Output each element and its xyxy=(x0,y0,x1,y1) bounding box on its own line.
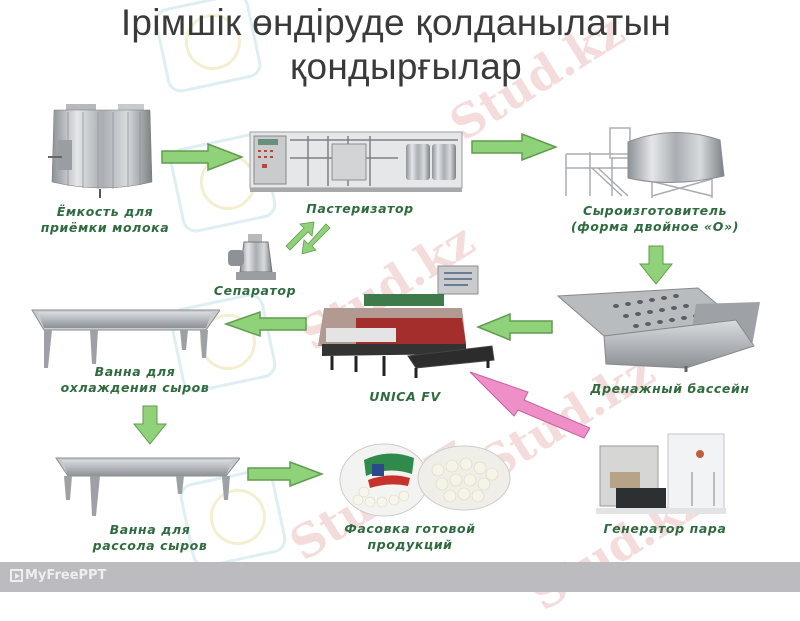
arrow-right-icon xyxy=(161,142,244,172)
brine-bath-label-line-1: Ванна для xyxy=(109,522,191,537)
cheese-maker-label-line-2: (форма двойное «О») xyxy=(570,219,740,234)
separator-label-line-1: Сепаратор xyxy=(213,283,297,298)
brine-bath-image xyxy=(55,457,240,516)
milk-tank-image xyxy=(48,104,153,198)
arrow-left-icon xyxy=(224,310,307,338)
cooling-bath-label-line-2: охлаждения сыров xyxy=(60,380,210,395)
footer-brand-text: MyFreePPT xyxy=(25,568,107,583)
milk-tank-label: Ёмкость для приёмки молока xyxy=(10,204,200,236)
packaging-label-line-2: продукций xyxy=(367,537,453,552)
separator-label: Сепаратор xyxy=(200,283,310,299)
bidirectional-arrows-icon xyxy=(285,221,331,255)
arrow-left-icon xyxy=(476,312,553,342)
milk-tank-label-line-1: Ёмкость для xyxy=(56,204,154,219)
arrow-down-icon xyxy=(638,245,674,285)
arrow-diagonal-pink-icon xyxy=(469,371,590,439)
packaging-image xyxy=(339,443,511,517)
drainage-pool-image xyxy=(556,287,760,372)
play-icon xyxy=(10,569,23,582)
separator-image xyxy=(228,234,276,280)
milk-tank-label-line-2: приёмки молока xyxy=(40,220,170,235)
pasteurizer-label-line-1: Пастеризатор xyxy=(306,201,414,216)
brine-bath-label: Ванна для рассола сыров xyxy=(40,522,260,554)
unica-fv-image xyxy=(318,265,495,378)
pasteurizer-image xyxy=(249,131,463,192)
packaging-label: Фасовка готовой продукций xyxy=(310,521,510,553)
slide-title-line-1: Ірімшік өндіруде қолданылатын xyxy=(120,2,672,43)
arrow-down-icon xyxy=(132,405,168,445)
slide-title-line-2: қондырғылар xyxy=(289,46,523,87)
arrow-right-icon xyxy=(247,460,324,488)
steam-generator-image xyxy=(596,433,726,514)
cooling-bath-label-line-1: Ванна для xyxy=(94,364,176,379)
packaging-label-line-1: Фасовка готовой xyxy=(344,521,476,536)
cheese-maker-image xyxy=(565,127,725,198)
cooling-bath-label: Ванна для охлаждения сыров xyxy=(20,364,250,396)
brine-bath-label-line-2: рассола сыров xyxy=(92,538,208,553)
steam-generator-label-line-1: Генератор пара xyxy=(603,521,727,536)
cheese-maker-label-line-1: Сыроизготовитель xyxy=(582,203,728,218)
drainage-pool-label-line-1: Дренажный бассейн xyxy=(590,381,750,396)
pasteurizer-label: Пастеризатор xyxy=(260,201,460,217)
cheese-maker-label: Сыроизготовитель (форма двойное «О») xyxy=(530,203,780,235)
cooling-bath-image xyxy=(31,309,220,368)
unica-fv-label-line-1: UNICA FV xyxy=(369,389,441,404)
drainage-pool-label: Дренажный бассейн xyxy=(550,381,790,397)
footer-brand: MyFreePPT xyxy=(10,568,106,583)
steam-generator-label: Генератор пара xyxy=(560,521,770,537)
unica-fv-label: UNICA FV xyxy=(340,389,470,405)
arrow-right-icon xyxy=(471,132,558,162)
footer-bar: MyFreePPT xyxy=(0,562,800,592)
